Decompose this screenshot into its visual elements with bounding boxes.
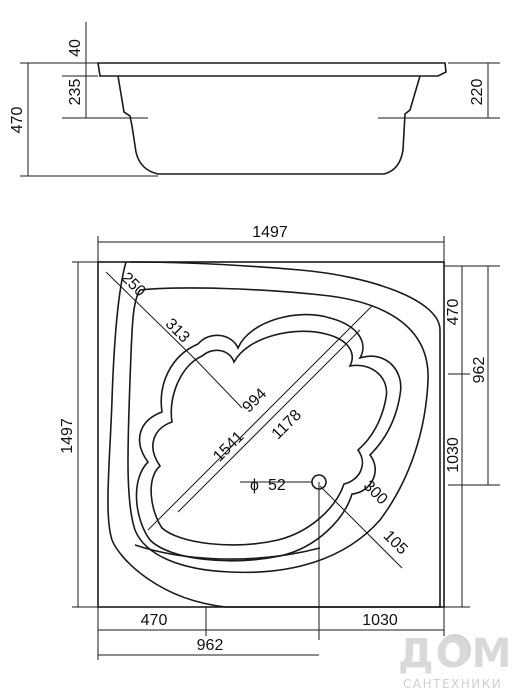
dim-bottom-mid: 962 (197, 637, 224, 654)
side-rim (97, 62, 447, 77)
watermark-brand: ДОМ (398, 631, 513, 677)
drain-diameter-symbol: ϕ (250, 477, 259, 494)
watermark-logo-icon (439, 634, 471, 666)
dim-right-mid: 962 (471, 357, 488, 384)
plan-inner-rim (127, 287, 429, 574)
dim-bowl-diagonal: 1178 (269, 407, 305, 443)
plan-bowl-inner (150, 330, 388, 546)
dim-rim-thickness: 40 (67, 39, 84, 57)
dim-outer-diagonal: 1541 (210, 428, 247, 465)
dim-drain-edge: 105 (380, 527, 411, 558)
dim-rim-to-step: 235 (67, 79, 84, 106)
dim-inner-depth: 220 (469, 79, 486, 106)
dim-bottom-right: 1030 (362, 612, 398, 629)
dim-right-top: 470 (445, 299, 462, 326)
dim-right-long: 1030 (445, 437, 462, 473)
watermark-subtitle: САНТЕХНИКИ (403, 677, 502, 691)
plan-shell-outline (107, 261, 441, 608)
watermark: ДОМ САНТЕХНИКИ (398, 631, 513, 691)
dim-plan-width: 1497 (252, 224, 288, 241)
dim-drain-offset: 300 (360, 477, 391, 508)
plan-view: 1497 1497 250 313 994 1541 1178 ϕ 52 300… (59, 224, 500, 660)
dim-inner-offset: 313 (162, 315, 193, 346)
dim-drain-diameter: 52 (268, 477, 286, 494)
dim-bottom-left: 470 (141, 612, 168, 629)
plan-bowl-outer (135, 313, 402, 562)
dim-plan-height: 1497 (59, 418, 76, 454)
side-view: 40 235 470 220 (9, 22, 500, 177)
side-tub-body (117, 75, 421, 175)
dim-total-height: 470 (9, 107, 26, 134)
